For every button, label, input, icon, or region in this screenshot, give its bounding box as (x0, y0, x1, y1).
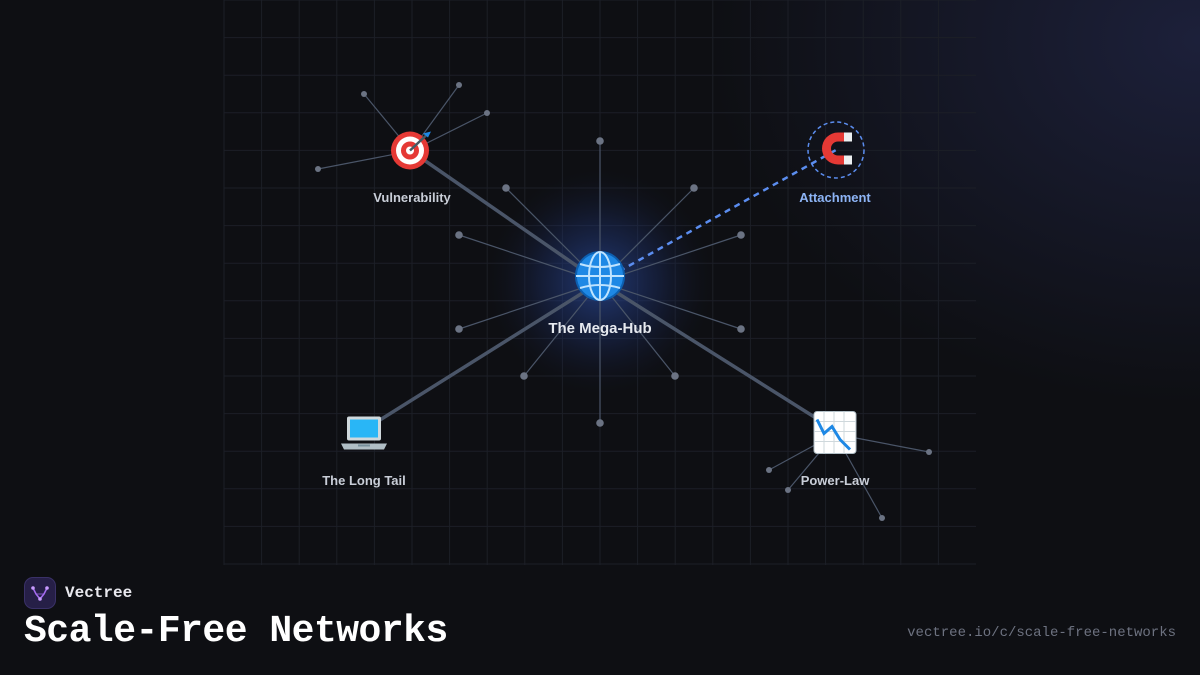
leaf-node-dot (737, 231, 745, 239)
vulnerability-label: Vulnerability (373, 190, 451, 205)
page-url-link[interactable]: vectree.io/c/scale-free-networks (907, 625, 1176, 641)
hub-spoke-edge (458, 281, 601, 330)
vectree-logo-icon (24, 577, 56, 609)
leaf-node-dot (315, 166, 321, 172)
hub-to-power-law-edge (599, 280, 836, 432)
brand-name: Vectree (65, 584, 133, 602)
leaf-node-dot (361, 91, 367, 97)
hub-to-long-tail-edge (363, 280, 601, 432)
leaf-node-dot (502, 184, 510, 192)
hub-spoke-edge (599, 281, 742, 330)
leaf-node-dot (737, 325, 745, 333)
leaf-node-dot (596, 419, 604, 427)
target-icon (389, 128, 433, 175)
hub-label: The Mega-Hub (548, 320, 652, 337)
attachment-label: Attachment (799, 190, 871, 205)
chart-decreasing-icon (812, 410, 858, 459)
leaf-node-dot (455, 325, 463, 333)
leaf-node-dot (520, 372, 528, 380)
attachment-ring (807, 121, 865, 179)
laptop-icon (339, 413, 389, 456)
hub-spoke-edge (523, 281, 601, 377)
leaf-node-dot (671, 372, 679, 380)
node-dots-layer (315, 82, 932, 521)
leaf-node-dot (455, 231, 463, 239)
page-title: Scale-Free Networks (24, 610, 448, 653)
hub-spoke-edge (599, 281, 676, 377)
leaf-node-dot (785, 487, 791, 493)
leaf-node-dot (690, 184, 698, 192)
leaf-node-dot (879, 515, 885, 521)
leaf-node-dot (484, 110, 490, 116)
brand: Vectree (24, 577, 132, 609)
leaf-node-dot (596, 137, 604, 145)
long-tail-label: The Long Tail (322, 473, 406, 488)
power-law-label: Power-Law (800, 473, 870, 488)
attachment-edge (599, 148, 837, 284)
globe-icon (573, 249, 627, 311)
hub-to-vulnerability-edge (410, 149, 601, 284)
leaf-node-dot (456, 82, 462, 88)
leaf-node-dot (926, 449, 932, 455)
magnet-icon (812, 125, 860, 176)
leaf-node-dot (766, 467, 772, 473)
